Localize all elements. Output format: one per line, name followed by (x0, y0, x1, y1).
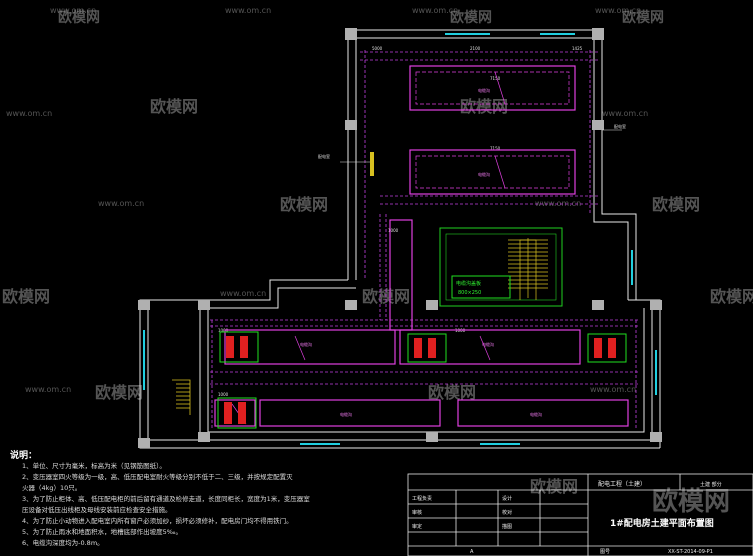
cable-trench-label: 电缆沟 (300, 341, 312, 347)
dim-label: 2100 (470, 46, 481, 51)
watermark-url: www.om.cn (602, 109, 648, 118)
watermark-brand: 欧模网 (450, 9, 492, 26)
notes-list: 1、单位、尺寸为毫米，标高为米（见钢筋图纸）。 2、变压器室四火等级为一级，高、… (22, 461, 402, 549)
cable-trench-label: 电缆沟 (478, 87, 490, 93)
tb-drawing-no-label: 图号 (600, 549, 610, 555)
note-item: 3、为了防止柜体、高、低压配电柜的前后留有通道及检修走道，长度同柜长，宽度为1米… (22, 495, 310, 503)
watermark-brand: 欧模网 (95, 383, 143, 402)
dimension-lines (210, 50, 640, 430)
dim-label: 1000 (388, 228, 399, 233)
cable-trench-label: 电缆沟 (530, 411, 542, 417)
annex-stair (172, 379, 191, 415)
watermark-url: www.om.cn (220, 289, 266, 298)
title-block-section: 土建 部分 (700, 481, 722, 488)
door-marker: 配电室 配电室 (318, 123, 626, 176)
watermarks: 欧模网 欧模网 欧模网 www.om.cn www.om.cn www.om.c… (2, 6, 753, 517)
cable-trenches (214, 65, 629, 427)
watermark-brand: 欧模网 (58, 9, 100, 26)
dim-label: 7150 (490, 146, 501, 151)
outer-walls (139, 29, 661, 449)
watermark-url: www.om.cn (98, 199, 144, 208)
dim-label: 1000 (218, 328, 229, 333)
watermark-brand: 欧模网 (460, 97, 508, 116)
cable-trench-label: 电缆沟 (478, 171, 490, 177)
project-name: 配电工程（土建） (598, 480, 646, 488)
watermark-brand: 欧模网 (622, 9, 664, 26)
room-label: 配电室 (614, 123, 626, 129)
title-block-text: 配电工程（土建） 土建 部分 1#配电房土建平面布置图 工程负责 设计 审核 校… (412, 480, 722, 555)
tb-label: 审核 (412, 509, 422, 516)
watermark-url: www.om.cn (590, 385, 636, 394)
tb-label: 设计 (502, 495, 512, 502)
tb-label: 校对 (502, 509, 512, 516)
trench-labels: 电缆沟 电缆沟 电缆沟 电缆沟 电缆沟 电缆沟 (300, 87, 542, 417)
columns (138, 28, 662, 448)
dim-label: 7150 (490, 76, 501, 81)
tb-drawing-no: XX-ST-2014-09-P1 (668, 549, 713, 555)
note-item: 4、为了防止小动物进入配电室内所有窗户必须加纱，损坏必须修补，配电房门均不得用铁… (22, 517, 293, 525)
note-item: 1、单位、尺寸为毫米，标高为米（见钢筋图纸）。 (22, 462, 166, 470)
windows (143, 33, 657, 445)
note-item: 火器（4kg）10只。 (22, 484, 82, 492)
watermark-brand: 欧模网 (652, 195, 700, 214)
stair-room: 电缆沟盖板 800×250 (439, 227, 563, 307)
notes-title: 说明： (10, 451, 38, 461)
cable-trench-label: 电缆沟 (482, 341, 494, 347)
tb-label: 描图 (502, 523, 512, 530)
tb-label: 审定 (412, 523, 422, 530)
watermark-brand: 欧模网 (280, 195, 328, 214)
transformers (217, 331, 627, 429)
title-block (407, 473, 753, 556)
note-item: 6、电缆沟深度均为-0.8m。 (22, 539, 104, 547)
watermark-brand-large: 欧模网 (652, 486, 730, 517)
stair-treads (508, 238, 548, 300)
drawing-title: 1#配电房土建平面布置图 (610, 517, 714, 529)
watermark-url: www.om.cn (535, 199, 581, 208)
watermark-brand: 欧模网 (150, 97, 198, 116)
tb-label: 工程负责 (412, 495, 432, 502)
watermark-url: www.om.cn (6, 109, 52, 118)
room-label: 配电室 (318, 153, 330, 159)
watermark-url: www.om.cn (595, 6, 641, 15)
watermark-url: www.om.cn (25, 385, 71, 394)
dim-label: 5000 (372, 46, 383, 51)
watermark-url: www.om.cn (50, 6, 96, 15)
tb-revision: A (470, 549, 474, 555)
watermark-url: www.om.cn (225, 6, 271, 15)
note-item: 2、变压器室四火等级为一级，高、低压配电室耐火等级分别不低于二、三级，并按规定配… (22, 473, 293, 481)
cable-trench-label: 电缆沟 (340, 411, 352, 417)
stair-note-line1: 电缆沟盖板 (456, 280, 481, 287)
leader-lines (231, 71, 506, 425)
watermark-brand: 欧模网 (530, 477, 578, 496)
note-item: 压设备对低压出线柜及母线安装前应检查安全措施。 (22, 506, 172, 514)
watermark-brand: 欧模网 (710, 287, 753, 306)
dim-label: 1000 (218, 392, 229, 397)
dim-label: 1425 (572, 46, 583, 51)
note-item: 5、为了防止雨水和地面积水，地槽底部作出坡度5‰。 (22, 528, 182, 536)
watermark-brand: 欧模网 (2, 287, 50, 306)
watermark-brand: 欧模网 (428, 383, 476, 402)
stair-note-line2: 800×250 (458, 290, 481, 296)
watermark-url: www.om.cn (412, 6, 458, 15)
